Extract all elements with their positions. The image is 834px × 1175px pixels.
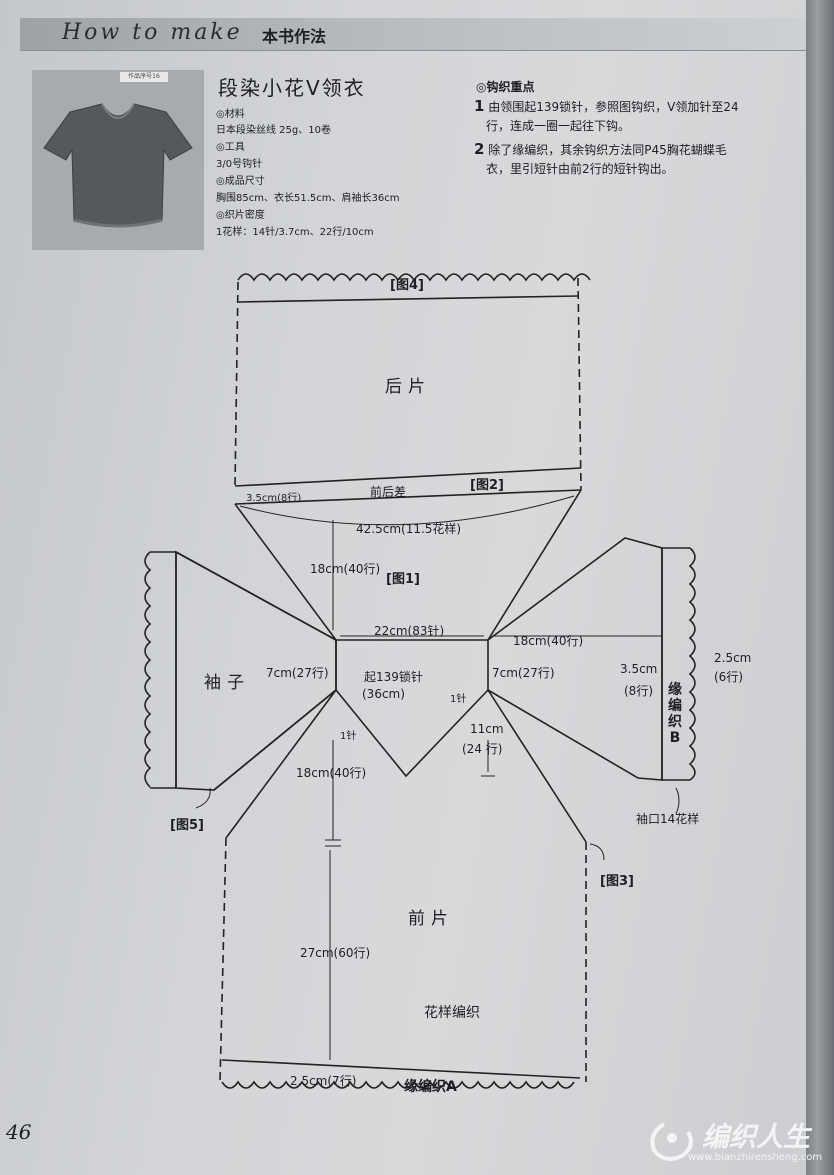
- yoke-arc-42-5: [239, 495, 575, 526]
- dim-42-5-label: 42.5cm(11.5花样): [356, 522, 462, 536]
- dim-2-5-rows-label: (6行): [714, 670, 743, 684]
- tools-label: ◎工具: [216, 142, 245, 153]
- fig3-pointer: [589, 843, 605, 861]
- product-photo: [32, 70, 204, 250]
- materials-value: 日本段染丝线 25g、10卷: [216, 125, 331, 136]
- front-left-edge: [219, 837, 227, 1083]
- left-cuff-scallop: [144, 551, 176, 789]
- yoke-right-line: [487, 489, 582, 641]
- note-1-line2: 行，连成一圈一起往下钩。: [486, 119, 631, 133]
- note-2-line2: 衣，里引短针由前2行的短针钩出。: [486, 162, 674, 176]
- front-border-line: [221, 1059, 581, 1079]
- back-right-edge: [577, 277, 582, 491]
- gauge-value: 1花样：14针/3.7cm、22行/10cm: [216, 227, 374, 238]
- watermark-text: 编织人生: [702, 1122, 810, 1153]
- dim-2-5-7-label: 2.5cm(7行): [290, 1074, 357, 1088]
- fig5-pointer: [195, 787, 211, 809]
- start-length-label: (36cm): [362, 687, 405, 701]
- dim-3-5-right-rows-label: (8行): [624, 684, 653, 698]
- left-sleeve-upper: [175, 551, 337, 641]
- start-chain-label: 起139锁针: [364, 670, 423, 684]
- note-2-line1: 除了缘编织，其余钩织方法同P45胸花蝴蝶毛: [488, 143, 727, 157]
- materials-label: ◎材料: [216, 109, 245, 120]
- dim-7-27-left-label: 7cm(27行): [266, 666, 329, 680]
- sleeve-label: 袖子: [204, 673, 250, 693]
- front-back-diff-label: 前后差: [370, 485, 407, 499]
- back-left-edge: [234, 281, 239, 487]
- edge-a-label: 缘编织A: [404, 1079, 457, 1095]
- one-stitch-right-label: 1针: [450, 694, 467, 705]
- v-neck: [335, 689, 489, 778]
- front-right-yoke: [487, 689, 587, 843]
- tools-value: 3/0号钩针: [216, 159, 263, 170]
- note-2-number: 2: [474, 140, 485, 158]
- edge-b-label: 缘编织B: [668, 682, 682, 746]
- book-spine: [806, 0, 834, 1175]
- cuff-pointer: [675, 787, 680, 815]
- dim-7-27-right-label: 7cm(27行): [492, 666, 555, 680]
- header-title-cn: 本书作法: [262, 27, 327, 46]
- dim-11-rows-label: (24 行): [462, 742, 503, 756]
- dim-18-40-top-label: 18cm(40行): [310, 562, 381, 576]
- header-band: [20, 18, 806, 51]
- back-scallop-edge: [237, 273, 591, 282]
- size-label: ◎成品尺寸: [216, 176, 265, 187]
- fig2-label: [图2]: [470, 478, 504, 493]
- header-title-en: How to make: [62, 20, 243, 45]
- page-number: 46: [6, 1120, 32, 1144]
- note-1: 1 由领围起139锁针，参照图钩织，V领加针至24 行，连成一圈一起往下钩。: [474, 97, 739, 136]
- back-bottom-line-1: [234, 467, 582, 487]
- dim-2-5-label: 2.5cm: [714, 651, 752, 665]
- fig4-label: [图4]: [390, 278, 424, 293]
- dim-22-83-label: 22cm(83针): [374, 624, 445, 638]
- fig1-label: [图1]: [386, 572, 420, 587]
- back-piece-label: 后片: [385, 377, 431, 397]
- one-stitch-left-label: 1针: [340, 731, 357, 742]
- note-2: 2 除了缘编织，其余钩织方法同P45胸花蝴蝶毛 衣，里引短针由前2行的短针钩出。: [474, 140, 727, 179]
- front-piece-label: 前片: [408, 909, 454, 929]
- dim-3-5-right-label: 3.5cm: [620, 662, 658, 676]
- pattern-label: 花样编织: [424, 1005, 480, 1021]
- sweater-illustration: [43, 103, 193, 228]
- dim-27-60-label: 27cm(60行): [300, 946, 371, 960]
- note-1-number: 1: [474, 97, 485, 115]
- fig3-label: [图3]: [600, 874, 634, 889]
- front-scallop-edge: [221, 1080, 575, 1089]
- left-sleeve-lower: [213, 689, 337, 791]
- back-bottom-line-2: [234, 489, 582, 505]
- dim-3-5-8-label: 3.5cm(8行): [246, 493, 302, 504]
- product-title: 段染小花V领衣: [218, 76, 366, 100]
- right-cuff-scallop: [662, 547, 696, 781]
- size-value: 胸围85cm、衣长51.5cm、肩袖长36cm: [216, 193, 400, 204]
- front-left-yoke: [225, 689, 337, 839]
- watermark-url: www.bianzhirensheng.com: [688, 1152, 823, 1163]
- back-border-line: [237, 295, 579, 303]
- product-badge: 作品序号16: [120, 72, 168, 82]
- dim-11-label: 11cm: [470, 722, 504, 736]
- notes-heading: ◎钩织重点: [476, 80, 535, 94]
- gauge-label: ◎织片密度: [216, 210, 265, 221]
- cuff-label: 袖口14花样: [636, 812, 700, 826]
- fig5-label: [图5]: [170, 818, 204, 833]
- dim-18-40-mid-label: 18cm(40行): [296, 766, 367, 780]
- note-1-line1: 由领围起139锁针，参照图钩织，V领加针至24: [488, 100, 739, 114]
- dim-18-40-right-label: 18cm(40行): [513, 634, 584, 648]
- yoke-left-line: [234, 503, 337, 641]
